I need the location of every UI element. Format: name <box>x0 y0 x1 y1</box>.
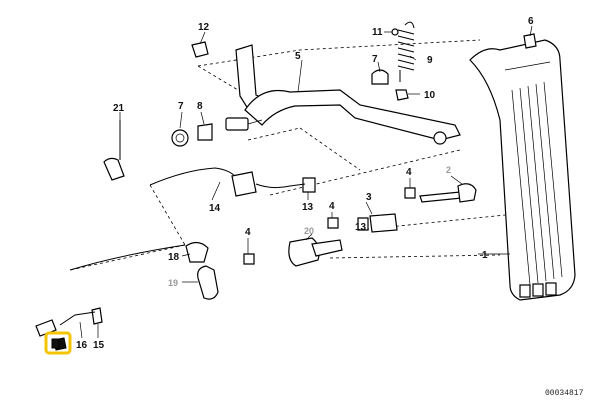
highlighted-callout: 7 <box>44 331 72 355</box>
callout-10: 10 <box>424 90 436 101</box>
callout-7-left: 7 <box>178 101 184 112</box>
callout-11: 11 <box>372 27 383 38</box>
callout-16: 16 <box>76 340 88 351</box>
callout-18: 18 <box>168 252 180 263</box>
callout-3: 3 <box>366 192 372 203</box>
callout-12: 12 <box>198 22 210 33</box>
callout-1: 1 <box>482 250 488 261</box>
callout-labels: 12 5 11 7 9 10 6 21 7 8 4 2 14 13 4 3 13… <box>76 16 534 351</box>
assembly-outline <box>69 39 506 271</box>
callout-5: 5 <box>295 51 301 62</box>
callout-14: 14 <box>209 203 221 214</box>
callout-19: 19 <box>168 278 178 288</box>
pedal-lever-shaft <box>225 44 461 145</box>
stop-bolt-assembly <box>288 183 477 267</box>
callout-4-lower: 4 <box>245 227 251 238</box>
callout-8: 8 <box>197 101 203 112</box>
return-spring <box>397 21 415 82</box>
callout-7-top: 7 <box>372 54 378 65</box>
callout-4-middle: 4 <box>329 201 335 212</box>
callout-4-upper: 4 <box>406 167 412 178</box>
callout-21: 21 <box>113 103 125 114</box>
callout-15: 15 <box>93 340 105 351</box>
small-hardware <box>53 28 537 351</box>
leader-lines <box>79 25 533 339</box>
clip-and-linkage <box>103 120 219 300</box>
callout-6: 6 <box>528 16 534 27</box>
callout-13-lower: 13 <box>355 222 367 233</box>
callout-2: 2 <box>446 165 451 175</box>
callout-20: 20 <box>304 226 314 236</box>
callout-13-upper: 13 <box>302 202 314 213</box>
highlight-box <box>44 331 72 355</box>
accelerator-pedal <box>469 39 576 301</box>
callout-17-highlighted: 7 <box>60 340 66 351</box>
accelerator-cable <box>35 167 306 337</box>
document-id: 00034817 <box>545 389 584 398</box>
callout-9: 9 <box>427 55 433 66</box>
